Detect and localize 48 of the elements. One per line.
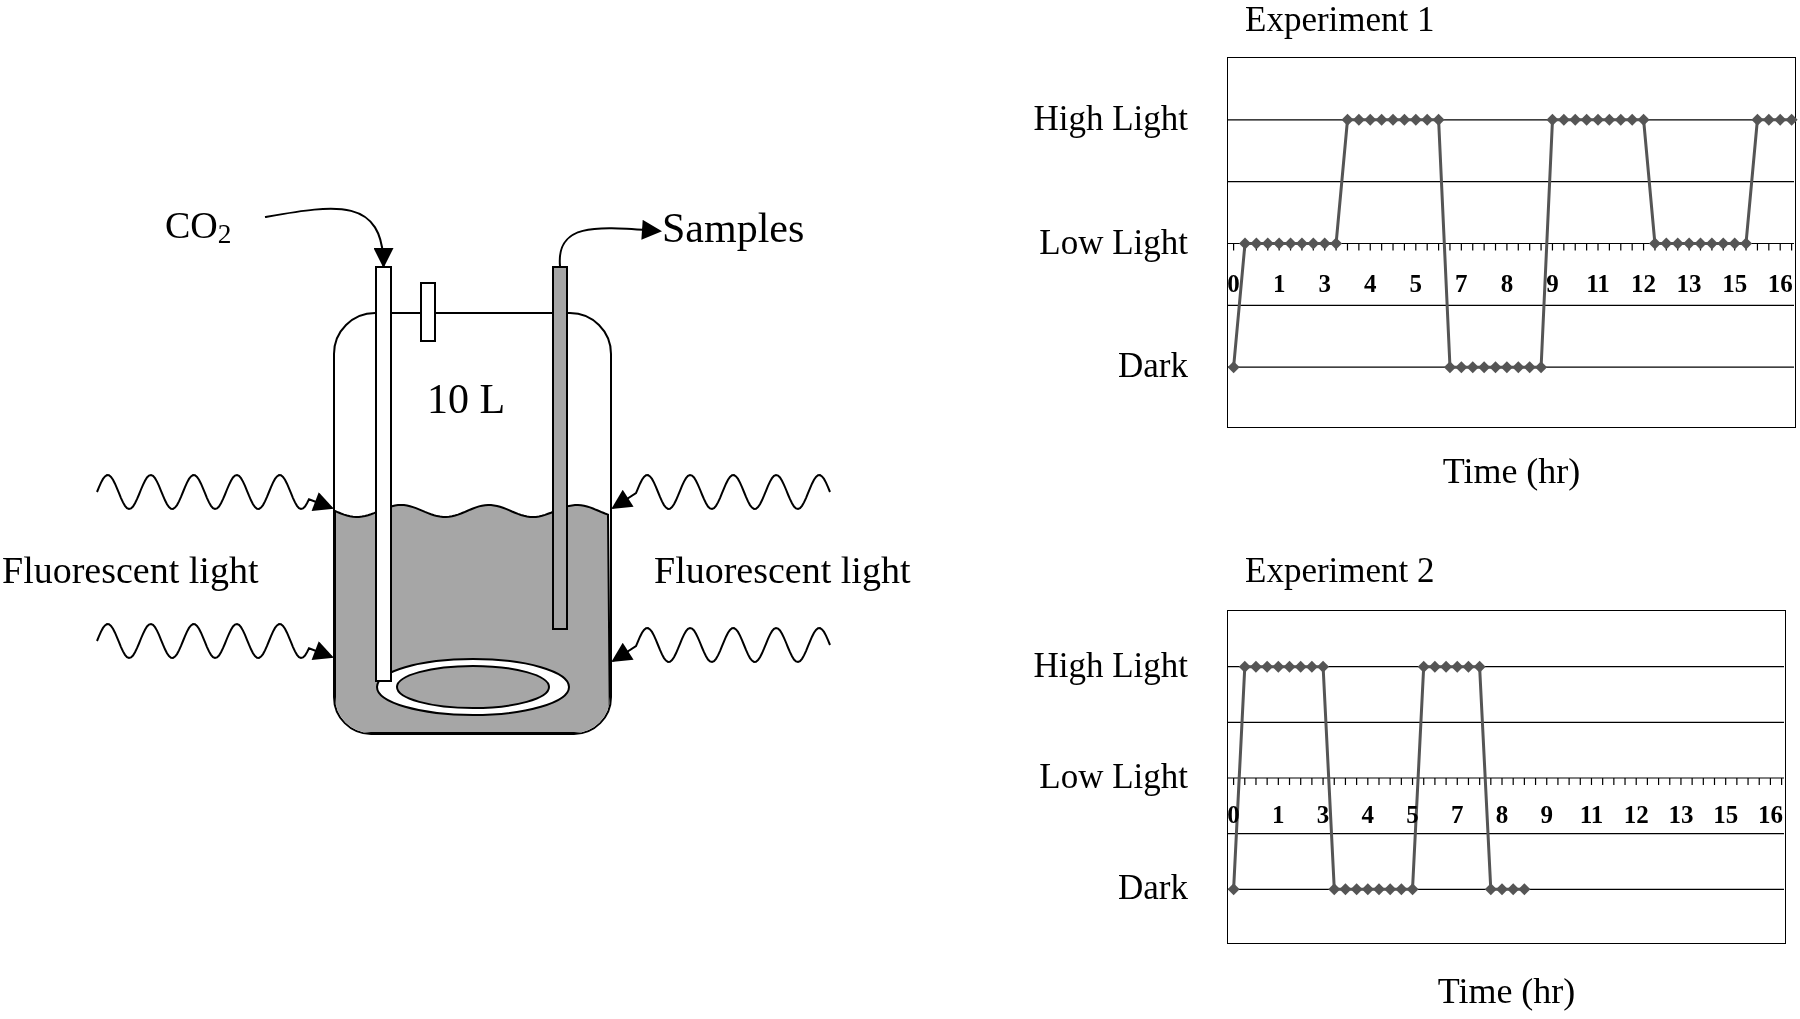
wavy-light-arrow (96, 622, 334, 660)
light-source-label: Fluorescent light (654, 550, 911, 592)
gas-inlet-tube (375, 266, 392, 682)
light-source-label: Fluorescent light (2, 550, 259, 592)
x-tick-label: 1 (1272, 801, 1285, 829)
y-axis-label: Dark (1118, 868, 1188, 909)
x-tick-label: 15 (1713, 801, 1739, 829)
chart-title: Experiment 2 (1245, 552, 1435, 591)
y-axis-label: High Light (1033, 98, 1188, 139)
x-tick-label: 0 (1227, 269, 1240, 298)
x-tick-label: 7 (1455, 269, 1468, 298)
y-axis-label: Dark (1118, 346, 1188, 387)
x-tick-label: 3 (1318, 269, 1331, 298)
x-tick-label: 12 (1623, 801, 1649, 829)
x-tick-label: 9 (1540, 801, 1553, 829)
axis-title: Time (hr) (1442, 452, 1581, 492)
curved-arrow (559, 219, 662, 267)
x-tick-label: 8 (1500, 269, 1514, 298)
gas-label: CO$_{2}$ (165, 205, 232, 249)
x-tick-label: 11 (1579, 801, 1604, 829)
x-tick-label: 5 (1409, 269, 1423, 298)
x-tick-label: 16 (1767, 269, 1793, 298)
x-tick-label: 13 (1676, 269, 1702, 298)
axis-title: Time (hr) (1437, 972, 1576, 1012)
sampling-tube (552, 266, 568, 630)
wavy-light-arrow (96, 473, 334, 511)
y-axis-label: Low Light (1039, 222, 1188, 263)
volume-label: 10 L (427, 378, 506, 420)
y-axis-label: Low Light (1039, 757, 1188, 797)
culture-vessel (333, 312, 612, 735)
x-tick-label: 12 (1631, 269, 1657, 298)
x-tick-label: 8 (1495, 801, 1509, 829)
x-tick-label: 9 (1546, 269, 1559, 298)
x-tick-label: 4 (1361, 801, 1375, 829)
x-tick-label: 15 (1722, 269, 1748, 298)
x-tick-label: 13 (1668, 801, 1694, 829)
x-tick-label: 4 (1364, 269, 1377, 298)
curved-arrow (264, 207, 393, 268)
x-tick-label: 7 (1451, 801, 1464, 829)
output-label: Samples (662, 205, 805, 252)
x-tick-label: 1 (1272, 269, 1286, 298)
wavy-light-arrow (611, 473, 831, 511)
y-axis-label: High Light (1033, 645, 1188, 686)
x-tick-label: 11 (1586, 269, 1610, 298)
x-tick-label: 3 (1316, 801, 1330, 829)
x-tick-label: 16 (1757, 801, 1783, 829)
wavy-light-arrow (611, 626, 831, 664)
chart-title: Experiment 1 (1245, 1, 1435, 40)
